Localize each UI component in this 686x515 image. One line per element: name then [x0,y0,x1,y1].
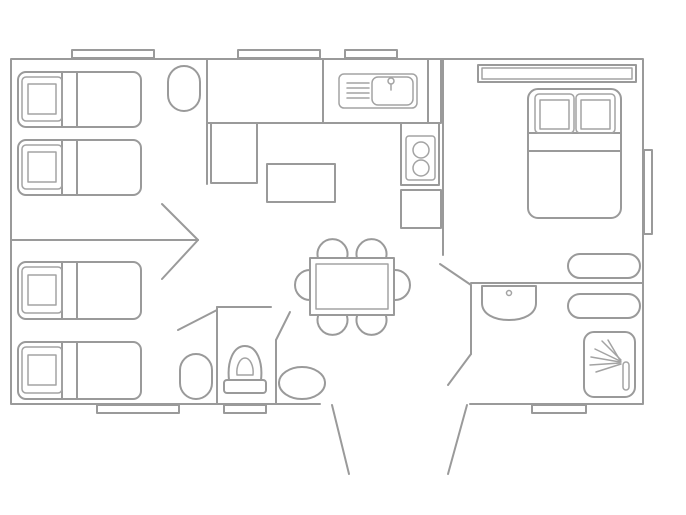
faucet-icon [387,77,395,85]
window-bottom-left [96,404,180,414]
bathroom [481,285,641,398]
single-bed [17,261,142,320]
windows [71,49,653,414]
bedroom-2 [17,261,213,400]
shower [583,331,636,398]
single-bed [17,341,142,400]
shower-head-icon [589,339,630,391]
outer-walls [10,58,644,405]
toilet [223,345,267,394]
pillow [21,76,63,122]
pillow [575,93,616,134]
wardrobe [567,253,641,279]
kitchen [206,58,442,229]
dining-chair [316,238,349,259]
window-bottom-wc [223,404,267,414]
wardrobe [167,65,201,112]
window-top-kitchen [344,49,398,59]
burner-icon [412,159,430,177]
bathroom-cabinet [567,293,641,319]
window-top-left [71,49,155,59]
stove [400,122,440,186]
fridge [210,122,258,184]
dining-chair [355,238,388,259]
master-bedroom [477,64,641,279]
single-bed [17,139,142,196]
dining-set [294,238,411,336]
window-top-middle [237,49,321,59]
double-bed [527,88,622,219]
burner-icon [412,141,430,159]
bathroom-sink [481,285,537,321]
pillow [21,346,63,394]
kitchen-cabinet [400,189,442,229]
pouf [278,366,326,400]
shelf [477,64,637,83]
kitchen-sink [338,73,418,109]
dining-chair [394,269,411,301]
window-bottom-right [531,404,587,414]
dining-table [309,257,395,316]
dining-chair [316,315,349,336]
kitchen-island [266,163,336,203]
pillow [534,93,575,134]
single-bed [17,71,142,128]
dining-chair [355,315,388,336]
dining-chair [294,269,311,301]
bedroom-1 [17,65,201,196]
window-right [643,149,653,235]
wardrobe [179,353,213,400]
pillow [21,144,63,190]
pillow [21,266,63,314]
